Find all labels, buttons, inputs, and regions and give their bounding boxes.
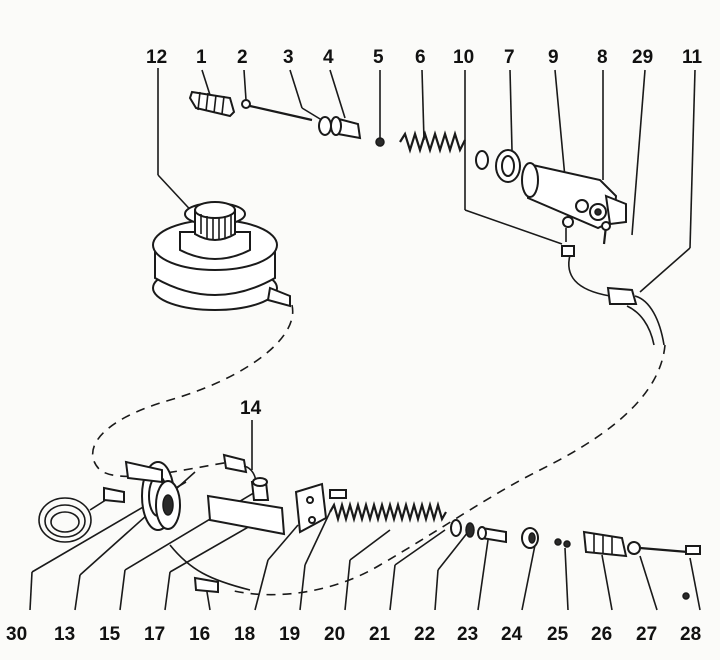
pipe-part-11 — [561, 245, 665, 346]
hose-dashed-paths — [91, 304, 666, 596]
seal-part-21 — [450, 519, 462, 537]
clamp-plate-part-18 — [294, 482, 347, 534]
dot-part-28 — [682, 592, 690, 600]
label-23: 23 — [457, 624, 478, 645]
washer-part-3 — [318, 116, 332, 136]
spring-part-6 — [399, 130, 466, 154]
boot-part-26 — [582, 530, 628, 558]
cylinder-body-part-8 — [521, 162, 627, 230]
boot-part-15 — [155, 480, 181, 530]
label-17: 17 — [144, 624, 165, 645]
spring-part-19 — [329, 500, 447, 524]
label-28: 28 — [680, 624, 701, 645]
cup-part-7 — [495, 149, 521, 183]
bleed-nipple-part-9 — [562, 216, 574, 242]
push-rod-part-2 — [241, 99, 313, 122]
label-3: 3 — [283, 47, 294, 68]
label-2: 2 — [237, 47, 248, 68]
label-1: 1 — [196, 47, 207, 68]
label-22: 22 — [414, 624, 435, 645]
label-7: 7 — [504, 47, 515, 68]
label-25: 25 — [547, 624, 569, 645]
boot-part-1 — [188, 90, 236, 118]
hose-part-16 — [169, 544, 251, 594]
piston-part-23 — [477, 526, 507, 544]
label-4: 4 — [323, 47, 334, 68]
label-30: 30 — [6, 624, 27, 645]
label-12: 12 — [146, 47, 167, 68]
label-27: 27 — [636, 624, 657, 645]
leader-lines — [29, 68, 701, 611]
label-10: 10 — [453, 47, 474, 68]
pipe-coil-part-30 — [38, 486, 125, 543]
ring-part-25 — [554, 538, 571, 548]
piston-part-4 — [330, 116, 362, 140]
label-9: 9 — [548, 47, 559, 68]
seal-part-5 — [375, 137, 385, 147]
seal-part-24 — [521, 527, 539, 549]
label-11: 11 — [682, 47, 703, 68]
label-15: 15 — [99, 624, 121, 645]
hose-fitting-part-14 — [222, 453, 257, 485]
label-16: 16 — [189, 624, 210, 645]
label-29: 29 — [632, 47, 653, 68]
bolt-part-29 — [601, 221, 611, 245]
label-18: 18 — [234, 624, 255, 645]
washer-part-22 — [465, 522, 475, 538]
label-24: 24 — [501, 624, 523, 645]
fluid-reservoir — [152, 201, 291, 311]
part-number-labels: 12 1 2 3 4 5 6 10 7 9 8 29 11 14 30 13 1… — [6, 47, 703, 645]
push-rod-part-27 — [627, 541, 701, 555]
slave-cylinder-part-17 — [206, 477, 286, 536]
label-8: 8 — [597, 47, 608, 68]
seal-ring-part-10 — [475, 150, 489, 170]
label-13: 13 — [54, 624, 75, 645]
label-14: 14 — [240, 398, 262, 419]
label-5: 5 — [373, 47, 384, 68]
label-21: 21 — [369, 624, 391, 645]
label-6: 6 — [415, 47, 426, 68]
label-20: 20 — [324, 624, 345, 645]
label-19: 19 — [279, 624, 300, 645]
label-26: 26 — [591, 624, 612, 645]
